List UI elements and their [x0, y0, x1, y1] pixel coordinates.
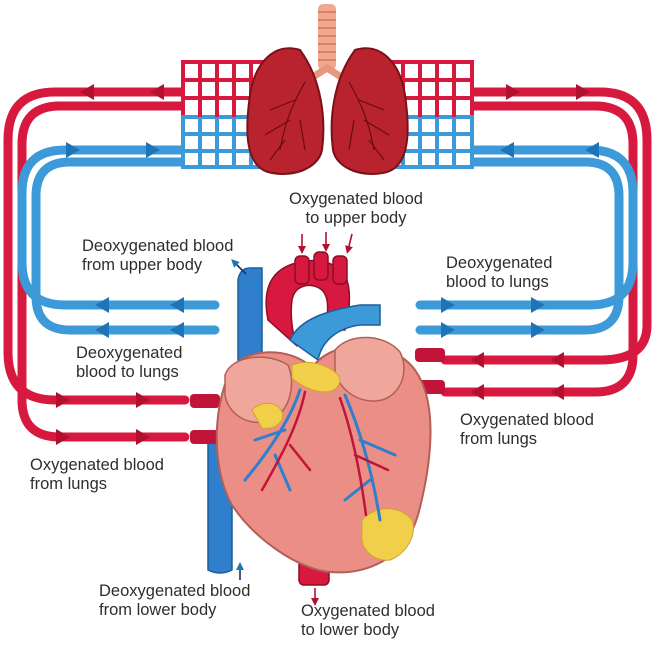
label-oxygenated-from-lungs-left: Oxygenated blood from lungs: [30, 456, 164, 493]
label-oxygenated-to-upper-body: Oxygenated blood to upper body: [289, 190, 423, 227]
label-deoxygenated-from-upper-body: Deoxygenated blood from upper body: [82, 237, 234, 274]
label-deoxygenated-from-lower-body: Deoxygenated blood from lower body: [99, 582, 251, 619]
flow-arrows: [56, 84, 599, 445]
deoxygenated-loop-left: [17, 145, 220, 335]
label-deoxygenated-to-lungs-left: Deoxygenated blood to lungs: [76, 344, 183, 381]
label-deoxygenated-to-lungs-right: Deoxygenated blood to lungs: [446, 254, 553, 291]
label-oxygenated-from-lungs-right: Oxygenated blood from lungs: [460, 411, 594, 448]
heart: [190, 251, 445, 586]
label-oxygenated-to-lower-body: Oxygenated blood to lower body: [301, 602, 435, 639]
right-lung: [330, 47, 409, 175]
left-lung: [246, 47, 325, 175]
lungs: [246, 4, 409, 175]
deoxygenated-loop-right: [415, 145, 638, 335]
left-atrium: [334, 336, 405, 402]
capillary-grid-right: [384, 60, 474, 169]
annotation-arrows: [231, 232, 353, 606]
pulmonary-artery: [289, 304, 381, 362]
